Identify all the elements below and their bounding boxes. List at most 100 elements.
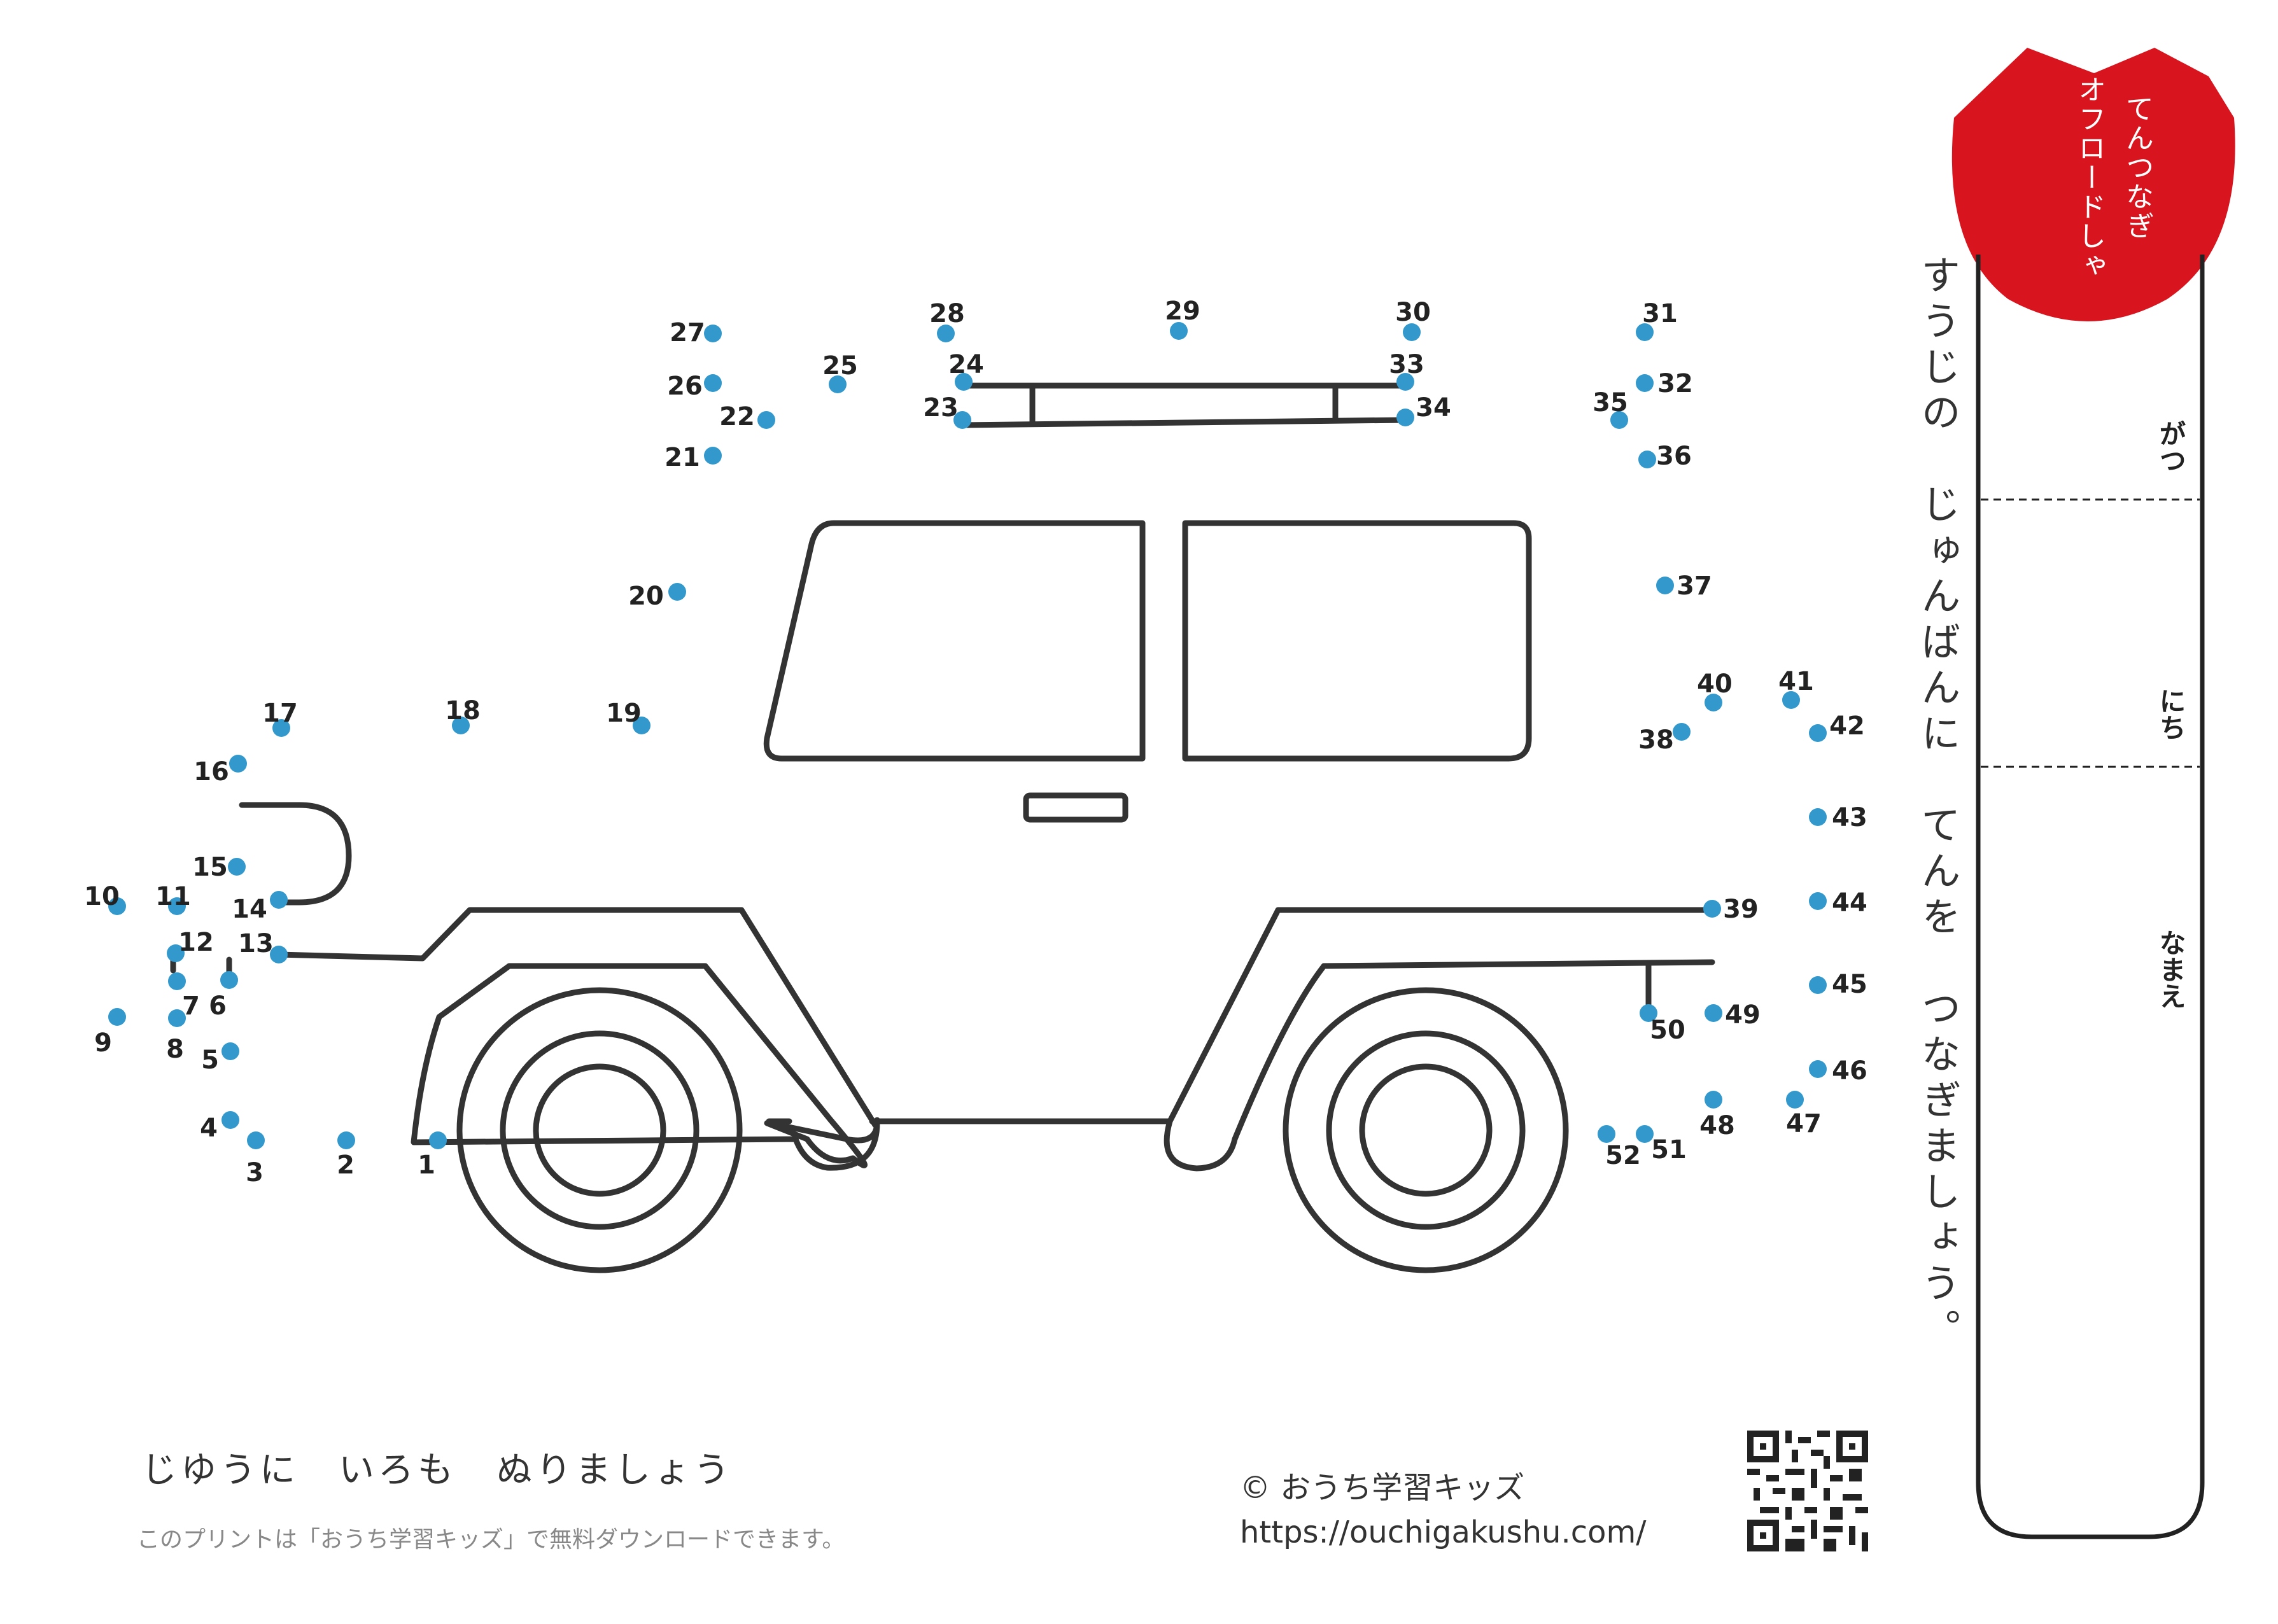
dot-label-43: 43	[1832, 803, 1867, 832]
dot-41	[1782, 691, 1800, 709]
dot-label-31: 31	[1642, 299, 1678, 328]
dot-label-28: 28	[929, 299, 965, 328]
dot-label-29: 29	[1165, 297, 1200, 326]
dot-51	[1636, 1125, 1654, 1143]
month-field-label: がつ	[2155, 420, 2186, 473]
dot-label-3: 3	[246, 1158, 264, 1187]
dot-label-39: 39	[1723, 895, 1759, 924]
dot-label-48: 48	[1699, 1111, 1735, 1140]
dot-label-45: 45	[1832, 970, 1867, 999]
dot-label-34: 34	[1416, 393, 1451, 423]
name-field-label: なまえ	[2155, 929, 2186, 1009]
site-url-link[interactable]: https://ouchigakushu.com/	[1240, 1515, 1647, 1550]
dot-16	[229, 755, 247, 773]
dot-26	[704, 374, 722, 392]
dot-1	[429, 1131, 447, 1149]
dot-label-26: 26	[667, 372, 703, 401]
day-field-label: にち	[2155, 687, 2186, 741]
dot-label-52: 52	[1605, 1141, 1641, 1170]
dot-label-1: 1	[418, 1151, 435, 1180]
dot-40	[1705, 694, 1722, 711]
dot-label-30: 30	[1395, 298, 1431, 327]
dot-label-32: 32	[1657, 369, 1693, 398]
dot-44	[1809, 892, 1827, 910]
dot-label-4: 4	[200, 1114, 218, 1143]
name-panel	[1976, 255, 2205, 1539]
dot-27	[704, 325, 722, 342]
dot-17	[272, 719, 290, 737]
dot-19	[633, 717, 650, 734]
tulip-badge-icon	[1951, 48, 2235, 321]
dot-label-50: 50	[1650, 1016, 1685, 1045]
dot-label-2: 2	[337, 1151, 355, 1180]
dot-52	[1598, 1125, 1615, 1143]
dot-label-14: 14	[232, 895, 267, 924]
dot-18	[452, 717, 470, 734]
dot-15	[228, 858, 246, 876]
title-line-2: オフロードしゃ	[2073, 75, 2106, 280]
dot-label-24: 24	[948, 350, 984, 379]
dot-label-33: 33	[1389, 350, 1424, 379]
qr-code-icon	[1747, 1431, 1868, 1551]
dot-29	[1170, 322, 1188, 340]
dot-label-11: 11	[155, 882, 191, 911]
dot-label-25: 25	[822, 351, 858, 381]
dot-label-23: 23	[923, 393, 959, 423]
dot-label-37: 37	[1677, 571, 1712, 601]
dot-label-8: 8	[166, 1035, 184, 1064]
download-note: このプリントは「おうち学習キッズ」で無料ダウンロードできます。	[137, 1527, 845, 1553]
dot-label-18: 18	[445, 696, 481, 725]
dot-45	[1809, 976, 1827, 994]
dot-32	[1636, 374, 1654, 392]
dot-3	[247, 1131, 265, 1149]
dot-34	[1396, 409, 1414, 426]
dot-21	[704, 447, 722, 465]
dot-label-15: 15	[192, 853, 228, 882]
dot-label-27: 27	[670, 318, 705, 347]
dot-28	[937, 325, 955, 342]
dot-label-41: 41	[1778, 667, 1814, 696]
dot-31	[1636, 323, 1654, 341]
dot-label-19: 19	[606, 699, 642, 728]
dot-7	[168, 972, 186, 990]
dot-label-51: 51	[1651, 1135, 1687, 1165]
dot-8	[168, 1009, 186, 1027]
dot-label-20: 20	[628, 582, 664, 611]
dot-23	[953, 411, 971, 429]
dot-36	[1638, 451, 1656, 468]
dot-label-21: 21	[664, 443, 700, 472]
dot-25	[829, 375, 847, 393]
copyright-text: © おうち学習キッズ	[1240, 1470, 1525, 1506]
dot-13	[270, 946, 288, 963]
dot-label-35: 35	[1592, 388, 1628, 417]
dot-label-40: 40	[1697, 669, 1733, 699]
dot-39	[1703, 900, 1721, 918]
dot-49	[1705, 1004, 1722, 1022]
instruction-text: すうじの じゅんばんに てんを つなぎましょう。	[1914, 255, 1961, 1354]
dot-50	[1640, 1004, 1657, 1022]
dot-label-42: 42	[1829, 711, 1865, 741]
dot-label-44: 44	[1832, 888, 1867, 918]
dot-label-16: 16	[193, 757, 229, 787]
dot-37	[1656, 577, 1674, 594]
dot-46	[1809, 1060, 1827, 1078]
dot-35	[1610, 411, 1628, 429]
title-line-1: てんつなぎ	[2121, 94, 2153, 241]
dot-label-10: 10	[84, 882, 120, 911]
dot-label-13: 13	[238, 929, 274, 958]
dot-label-36: 36	[1656, 442, 1692, 471]
dot-5	[221, 1042, 239, 1060]
dot-20	[668, 583, 686, 601]
dot-10	[108, 897, 126, 915]
dot-2	[337, 1131, 355, 1149]
car-outline	[170, 382, 1715, 1273]
dot-33	[1396, 373, 1414, 391]
dot-label-17: 17	[262, 699, 298, 728]
dot-label-38: 38	[1638, 725, 1674, 755]
dot-label-5: 5	[201, 1046, 219, 1075]
dot-label-12: 12	[178, 928, 214, 957]
dot-9	[108, 1008, 126, 1026]
dot-42	[1809, 724, 1827, 742]
dot-4	[221, 1111, 239, 1129]
coloring-prompt: じゆうに いろも ぬりましょう	[141, 1450, 733, 1491]
